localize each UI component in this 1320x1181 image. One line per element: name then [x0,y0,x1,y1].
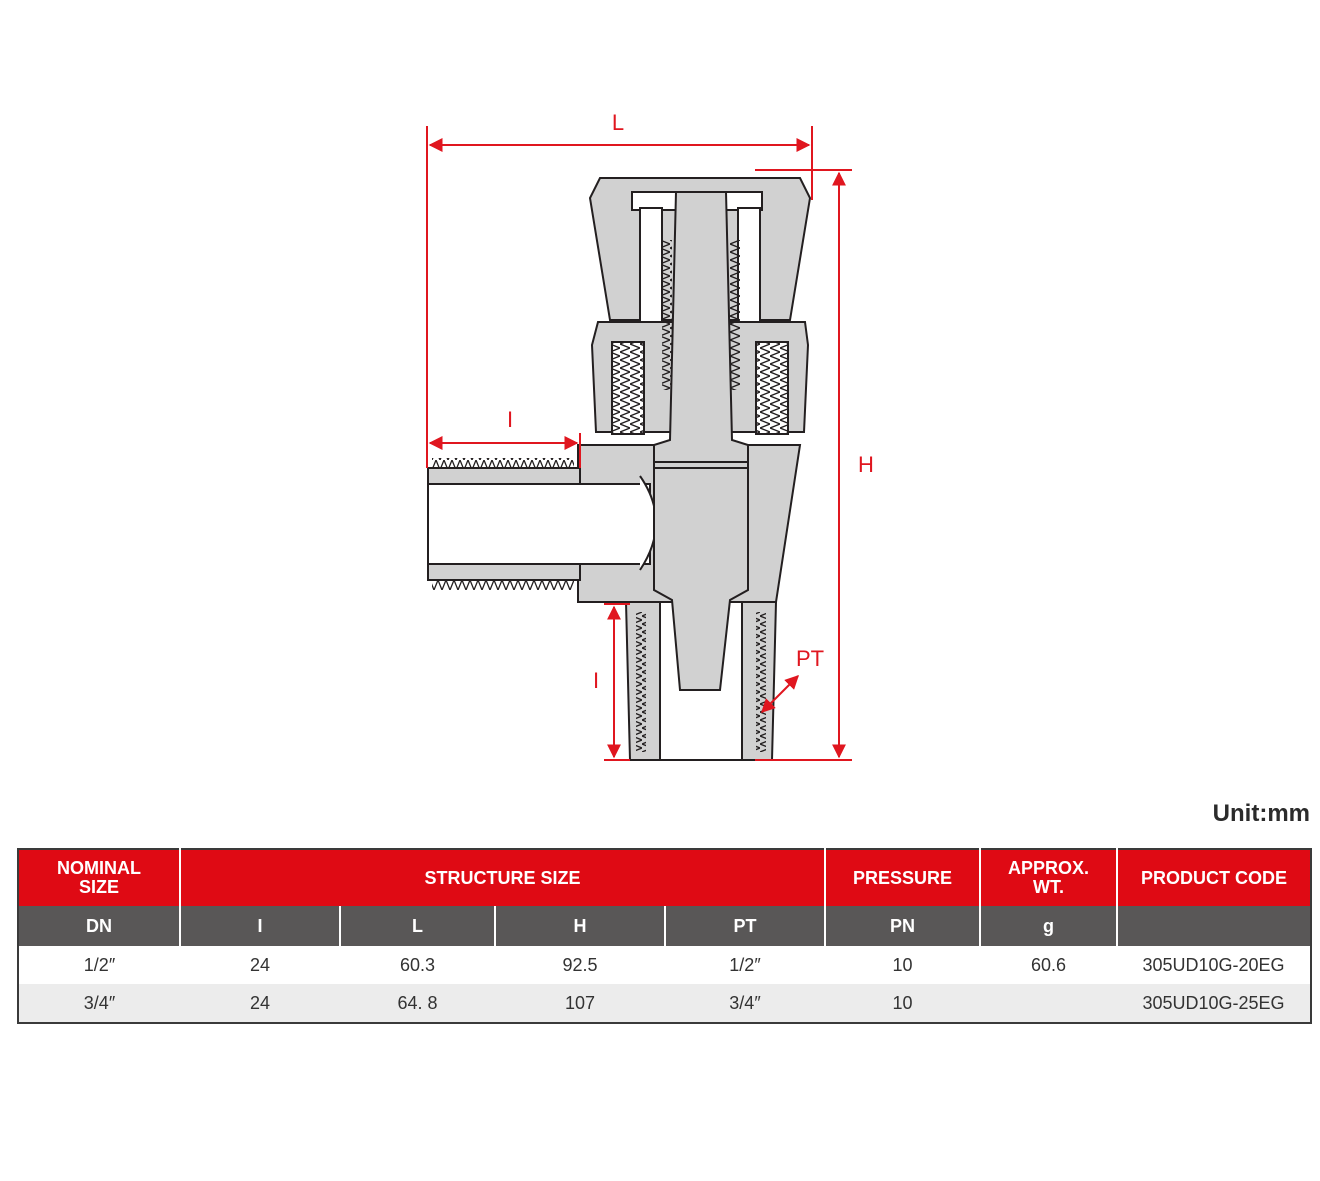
cell-dn: 1/2″ [83,954,116,975]
cell-weight [980,984,1118,1023]
table-row: 3/4″ 24 64. 8 107 3/4″ 10 305UD10G-25EG [18,984,1312,1023]
cell-l: 64. 8 [340,984,495,1023]
sub-header-row: DN I L H PT PN g [18,906,1312,946]
cell-l: 60.3 [399,954,436,975]
cell-i: 24 [180,984,340,1023]
valve-body [427,177,812,761]
header-pressure: PRESSURE [825,849,982,906]
subheader-h: H [495,906,666,946]
cell-pn: 10 [892,954,913,975]
subheader-i: I [180,906,341,946]
cell-h: 92.5 [562,954,598,975]
cell-product-code: 305UD10G-20EG [1142,954,1285,975]
subheader-pt: PT [665,906,827,946]
cell-pt: 1/2″ [729,954,761,975]
header-product-code: PRODUCT CODE [1117,849,1312,906]
subheader-g: g [980,906,1119,946]
subheader-l: L [340,906,496,946]
label-H: H [858,452,874,477]
label-I-side: I [593,668,599,693]
valve-cross-section-drawing: L H I I PT [426,110,874,761]
dimension-lines [426,126,852,761]
subheader-dn: DN [18,906,181,946]
group-header-row: NOMINAL SIZE STRUCTURE SIZE PRESSURE APP… [18,849,1312,906]
spec-table: NOMINAL SIZE STRUCTURE SIZE PRESSURE APP… [17,848,1313,1024]
cell-dn: 3/4″ [18,984,180,1023]
table-row: 1/2″ 24 60.3 92.5 1/2″ 10 60.6 305UD10G-… [18,946,1311,984]
label-L: L [612,110,624,135]
subheader-pn: PN [825,906,982,946]
cell-product-code: 305UD10G-25EG [1117,984,1312,1023]
label-I-top: I [507,407,513,432]
cell-pn: 10 [825,984,981,1023]
header-approx-wt: APPROX. WT. [980,849,1119,906]
cell-i: 24 [249,954,271,975]
header-nominal-size: NOMINAL SIZE [18,849,181,906]
label-PT: PT [796,646,824,671]
subheader-blank [1117,906,1312,946]
unit-label: Unit:mm [1212,800,1310,827]
cell-h: 107 [495,984,665,1023]
cell-weight: 60.6 [1030,954,1067,975]
header-structure-size: STRUCTURE SIZE [180,849,827,906]
cell-pt: 3/4″ [665,984,826,1023]
